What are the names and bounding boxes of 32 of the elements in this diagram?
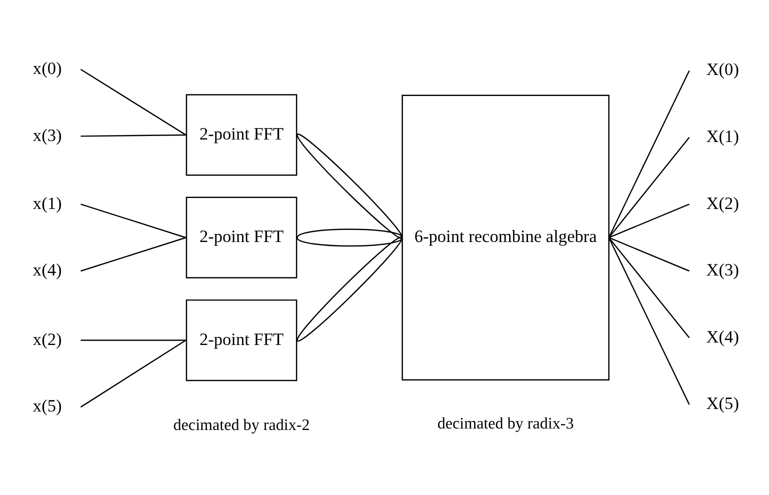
node-text: X(4) [706, 327, 738, 346]
node-box: 2-point FFT [185, 196, 297, 278]
connector [608, 237, 690, 338]
label: decimated by radix-2 [172, 416, 310, 434]
node-text: x(3) [32, 126, 62, 145]
node-text: X(3) [706, 260, 738, 280]
connector [296, 237, 402, 247]
connector [80, 204, 186, 238]
node-box: 2-point FFT [185, 94, 297, 176]
connector [80, 340, 186, 341]
connector [608, 237, 690, 405]
node-text: X(5) [706, 394, 738, 414]
connector [296, 228, 402, 238]
node-text: x(2) [32, 330, 62, 349]
node-text: x(1) [32, 194, 62, 213]
connector [80, 340, 186, 408]
connector [608, 204, 689, 238]
node-text: X(0) [706, 60, 738, 80]
connector [80, 134, 186, 137]
node-text: X(1) [706, 126, 738, 146]
connector [608, 70, 690, 238]
node-box: 2-point FFT [185, 299, 297, 382]
connector [80, 237, 186, 272]
node-text: x(5) [32, 396, 62, 416]
node-text: x(0) [32, 58, 62, 78]
connector [80, 68, 186, 136]
connector [608, 137, 690, 238]
label: decimated by radix-3 [436, 416, 574, 433]
node-text: x(4) [32, 260, 62, 280]
connector [608, 237, 689, 272]
node-text: X(2) [706, 194, 738, 213]
node-box: 6-point recombine algebra [401, 94, 609, 380]
